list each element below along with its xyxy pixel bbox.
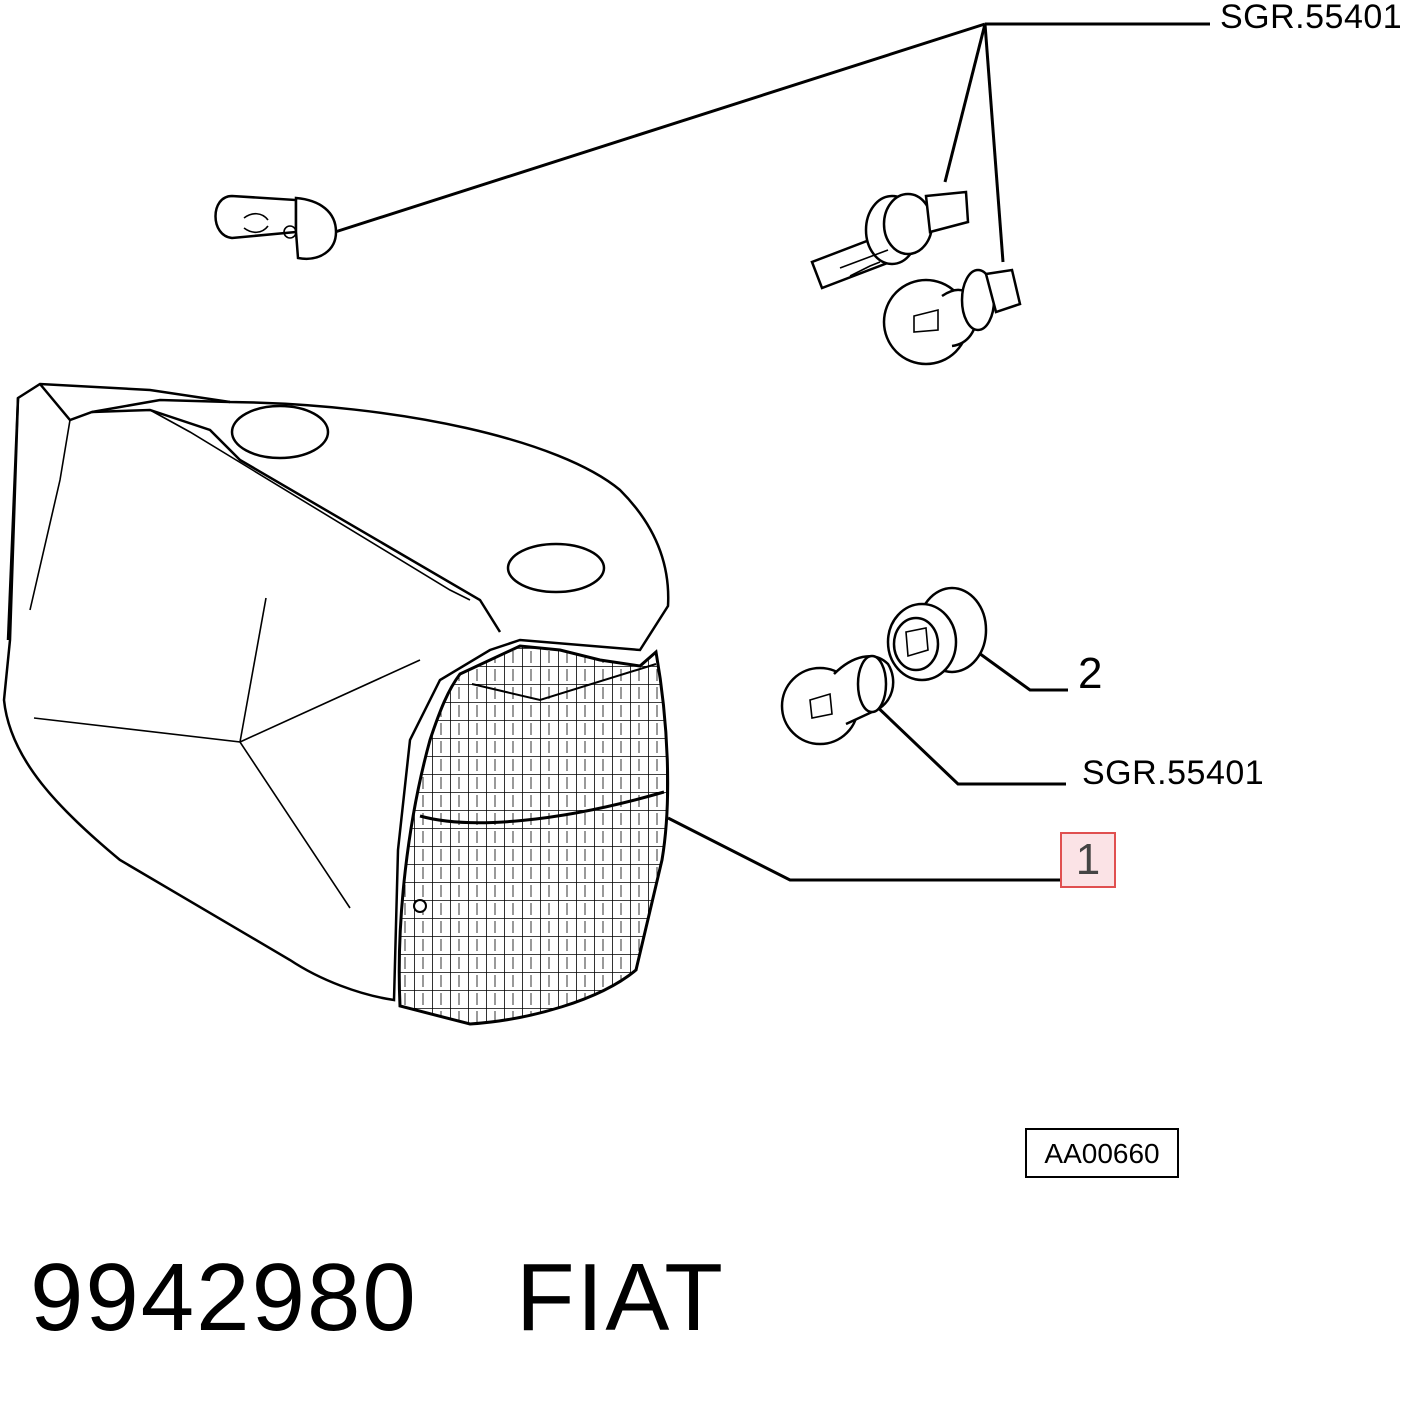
small-wedge-bulb xyxy=(214,194,338,261)
reference-label-middle: SGR.55401 xyxy=(1082,754,1265,792)
leader-lines xyxy=(334,22,1210,882)
brand-name: FIAT xyxy=(516,1244,725,1351)
leader-part-1 xyxy=(667,816,1062,882)
reference-label-top: SGR.55401 xyxy=(1220,0,1403,36)
leader-mid-ref xyxy=(868,698,1066,786)
leader-part-2 xyxy=(971,646,1068,692)
bayonet-bulb xyxy=(780,654,895,746)
position-label-1-highlighted[interactable]: 1 xyxy=(1060,832,1116,888)
drawing-code-box: AA00660 xyxy=(1025,1128,1179,1178)
position-label-2: 2 xyxy=(1078,649,1103,698)
lamp-housing xyxy=(2,382,670,1002)
turn-signal-lens xyxy=(397,644,670,1026)
socket-holder-part-2 xyxy=(886,586,988,682)
socket-bulb-top xyxy=(882,268,1022,366)
part-number: 9942980 xyxy=(30,1244,418,1351)
leader-to-halogen-bulb xyxy=(943,23,987,183)
leader-to-small-bulb xyxy=(334,22,986,234)
halogen-bulb xyxy=(810,190,970,290)
leader-to-socket-bulb xyxy=(983,23,1005,263)
